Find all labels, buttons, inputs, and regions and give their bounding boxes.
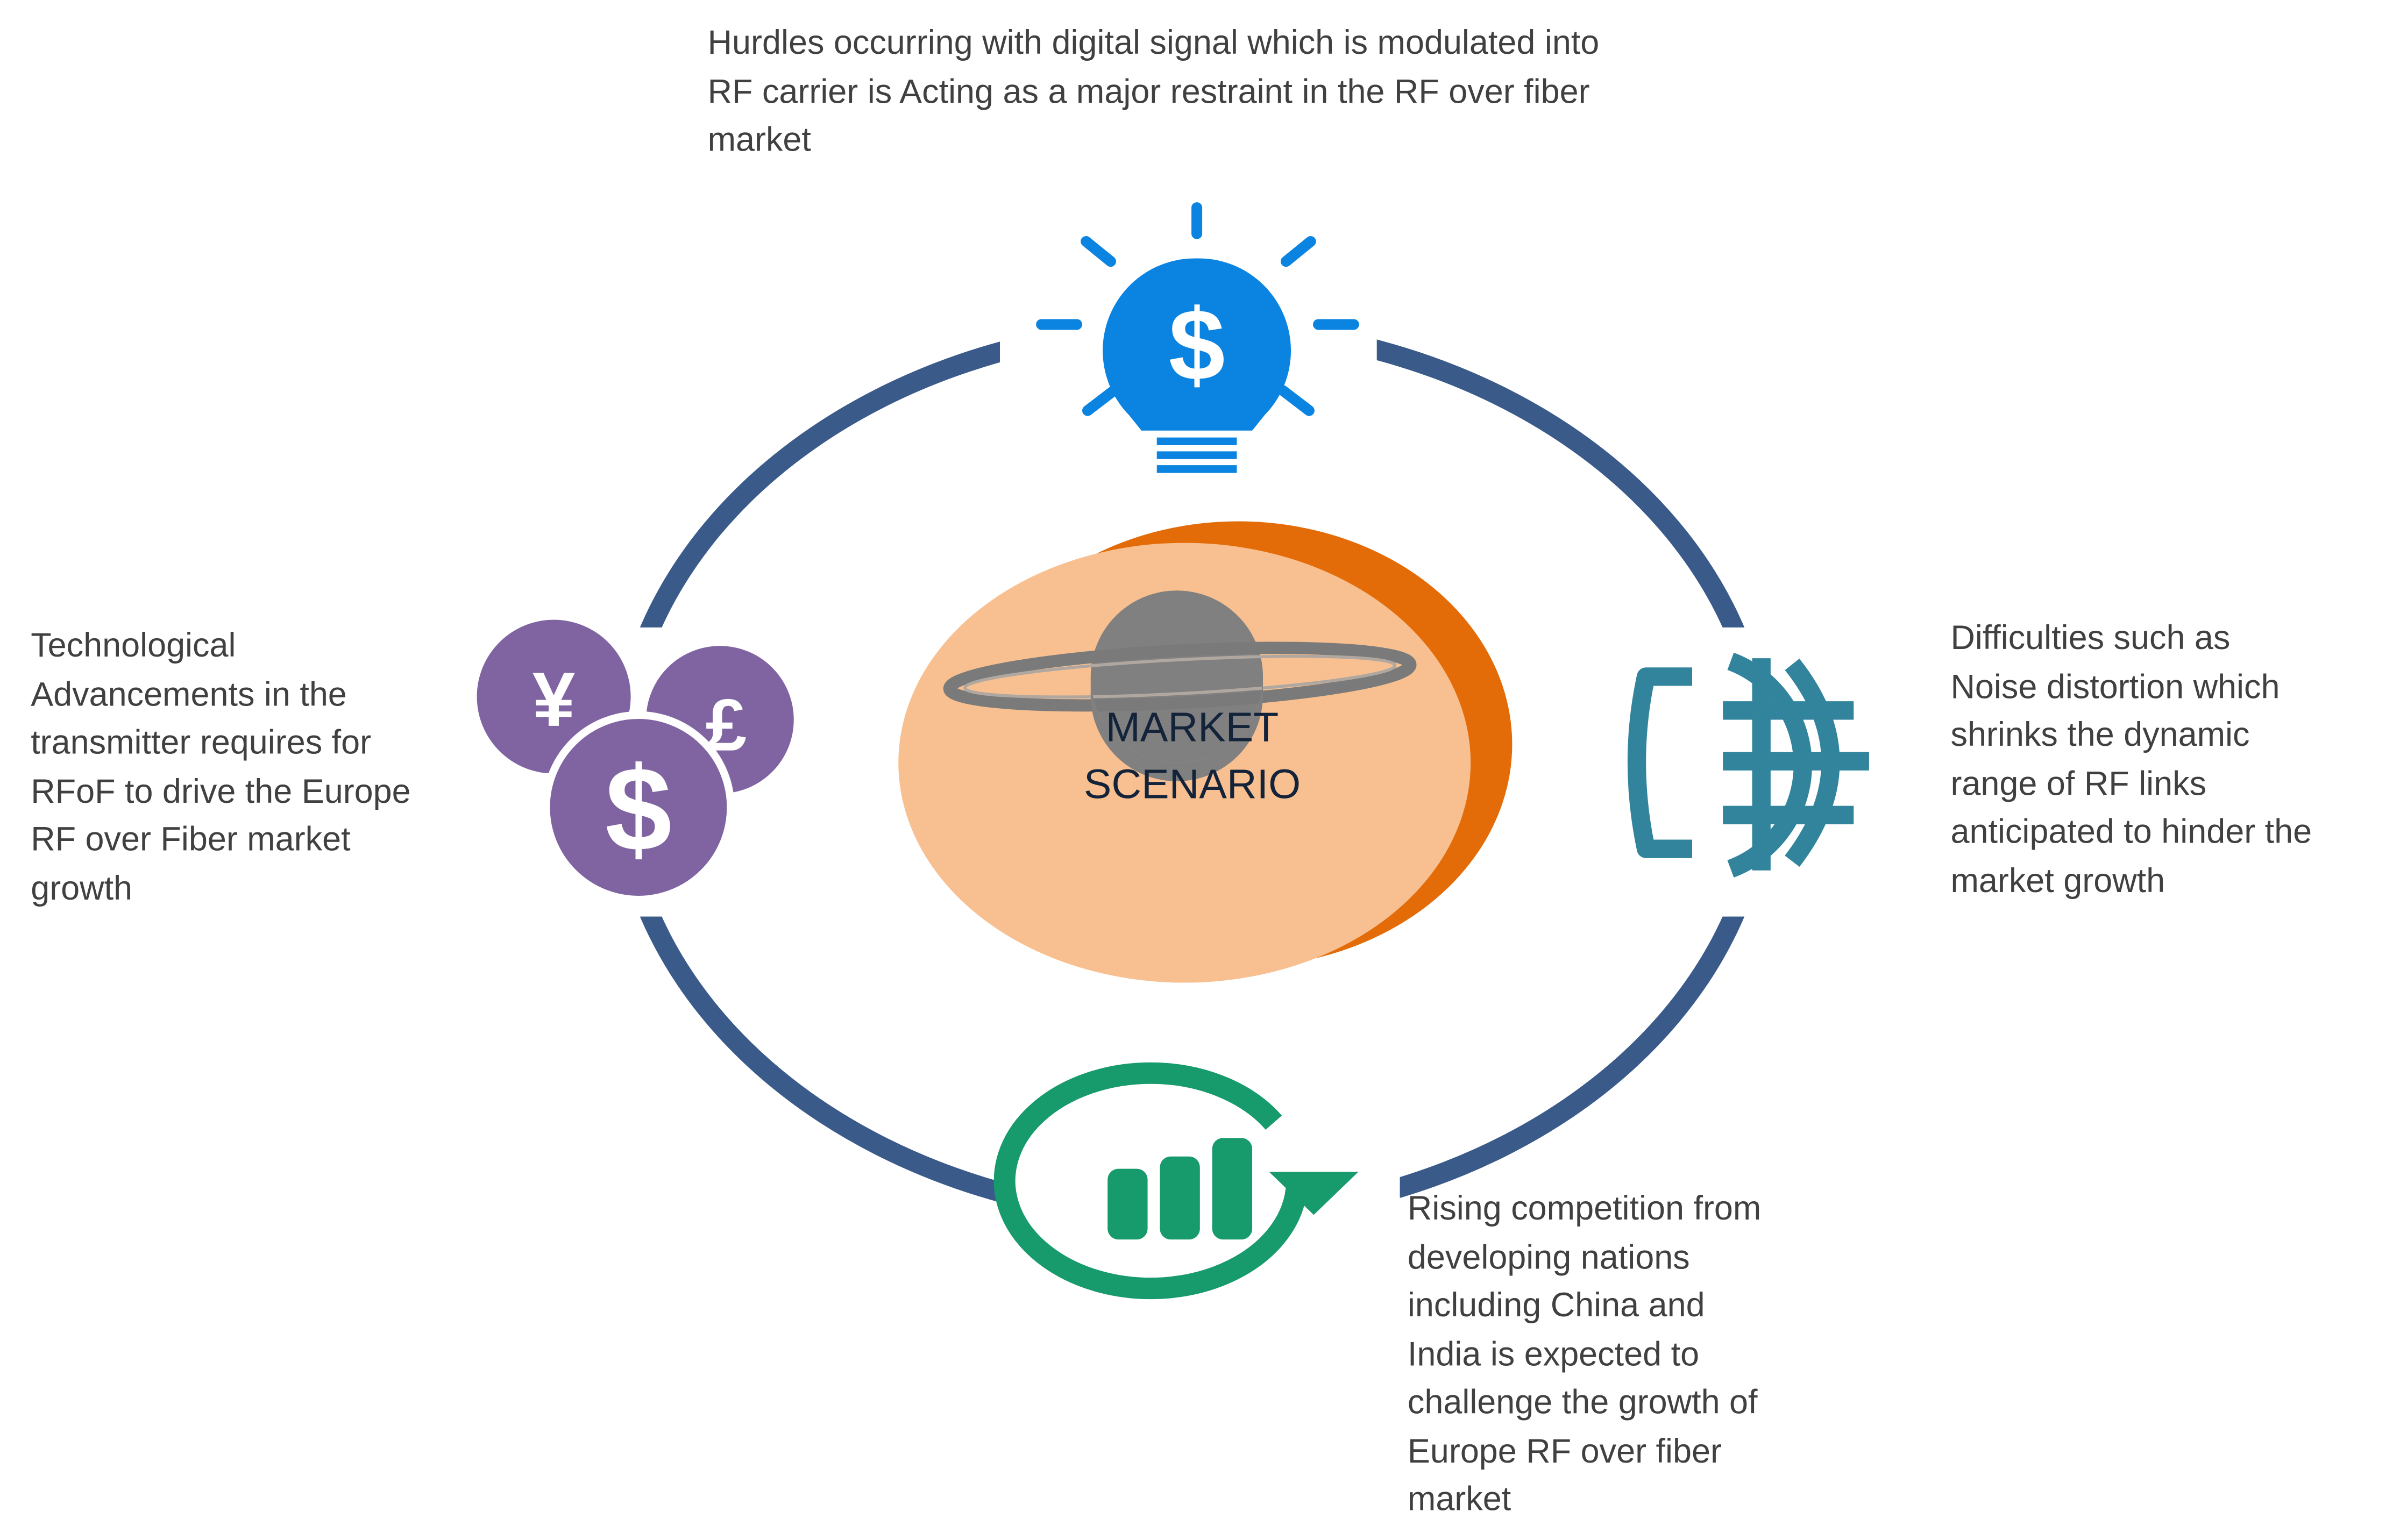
svg-text:$: $ [1169, 288, 1225, 402]
svg-text:$: $ [605, 743, 672, 876]
text-line: market growth [1950, 860, 2165, 899]
text-line: Noise distortion which [1950, 666, 2280, 705]
svg-text:£: £ [706, 685, 747, 767]
center-title-line1: MARKET [1105, 704, 1279, 751]
text-line: Advancements in the [31, 674, 347, 713]
text-line: including China and [1407, 1285, 1705, 1324]
bottom-challenge-text: Rising competition from developing natio… [1408, 1184, 1761, 1523]
text-line: Hurdles occurring with digital signal wh… [707, 23, 1600, 62]
text-line: market [1407, 1479, 1511, 1518]
center-title-line2: SCENARIO [1083, 761, 1301, 808]
text-line: shrinks the dynamic [1950, 715, 2250, 754]
top-restraint-text: Hurdles occurring with digital signal wh… [708, 18, 1600, 163]
text-line: market [707, 120, 811, 159]
text-line: Rising competition from [1407, 1188, 1762, 1228]
text-line: RFoF to drive the Europe [31, 771, 411, 810]
svg-text:¥: ¥ [532, 657, 576, 743]
text-line: range of RF links [1950, 763, 2207, 802]
bar-chart-cycle-icon [993, 1062, 1359, 1300]
text-line: growth [31, 868, 133, 907]
text-line: Difficulties such as [1950, 618, 2231, 657]
text-line: Technological [31, 626, 236, 665]
lightbulb-dollar-icon: $ [1036, 202, 1359, 473]
text-line: India is expected to [1407, 1334, 1700, 1373]
right-restraint-text: Difficulties such as Noise distortion wh… [1950, 614, 2312, 904]
text-line: developing nations [1407, 1237, 1690, 1276]
text-line: anticipated to hinder the [1950, 812, 2312, 851]
globe-icon [1627, 652, 1869, 878]
currency-coins-icon: ¥ £ $ [477, 619, 800, 904]
center-title: MARKET SCENARIO [954, 700, 1431, 814]
text-line: RF carrier is Acting as a major restrain… [707, 71, 1590, 110]
text-line: challenge the growth of [1407, 1382, 1758, 1421]
text-line: Europe RF over fiber [1407, 1431, 1722, 1470]
planet-icon [943, 590, 1417, 781]
left-driver-text: Technological Advancements in the transm… [31, 621, 410, 912]
text-line: RF over Fiber market [31, 819, 351, 858]
text-line: transmitter requires for [31, 723, 372, 761]
